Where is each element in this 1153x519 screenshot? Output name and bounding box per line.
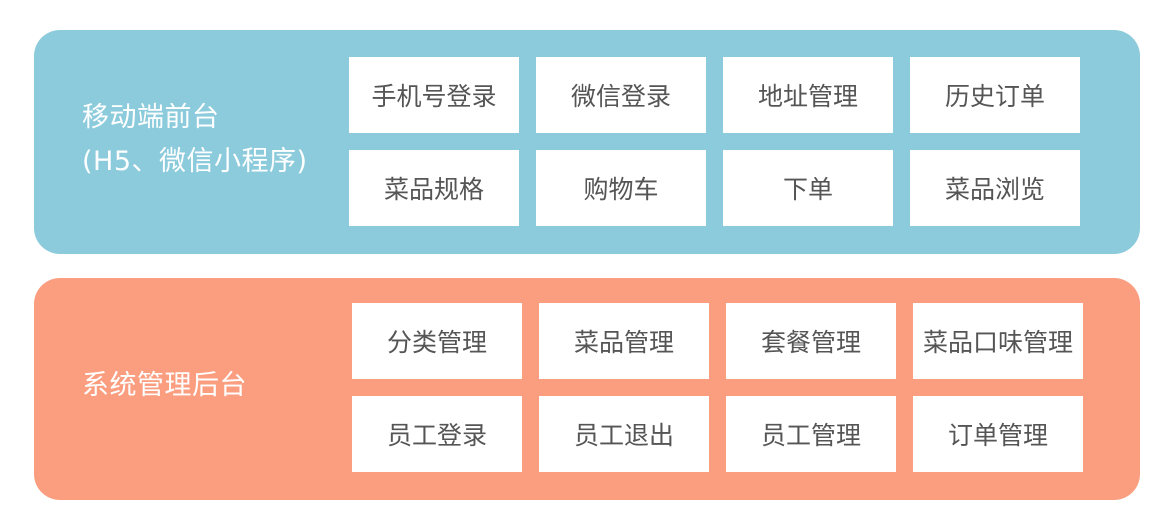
feature-browse-dishes: 菜品浏览 [910, 150, 1080, 226]
feature-employee-logout: 员工退出 [539, 396, 709, 472]
admin-backend-label-line1: 系统管理后台 [82, 370, 247, 401]
feature-order-history: 历史订单 [910, 57, 1080, 133]
mobile-frontend-label-line2: (H5、微信小程序) [82, 146, 308, 177]
feature-phone-login: 手机号登录 [349, 57, 519, 133]
feature-shopping-cart: 购物车 [536, 150, 706, 226]
feature-address-management: 地址管理 [723, 57, 893, 133]
mobile-frontend-feature-grid: 手机号登录 微信登录 地址管理 历史订单 菜品规格 购物车 下单 菜品浏览 [349, 57, 1080, 226]
feature-dish-management: 菜品管理 [539, 303, 709, 379]
feature-wechat-login: 微信登录 [536, 57, 706, 133]
feature-employee-login: 员工登录 [352, 396, 522, 472]
feature-dish-spec: 菜品规格 [349, 150, 519, 226]
admin-backend-panel: 系统管理后台 分类管理 菜品管理 套餐管理 菜品口味管理 员工登录 员工退出 员… [34, 278, 1140, 500]
feature-place-order: 下单 [723, 150, 893, 226]
mobile-frontend-label-line1: 移动端前台 [82, 102, 220, 133]
feature-set-meal-management: 套餐管理 [726, 303, 896, 379]
feature-flavor-management: 菜品口味管理 [913, 303, 1083, 379]
admin-backend-label: 系统管理后台 [82, 364, 247, 408]
admin-backend-feature-grid: 分类管理 菜品管理 套餐管理 菜品口味管理 员工登录 员工退出 员工管理 订单管… [352, 303, 1083, 472]
mobile-frontend-panel: 移动端前台 (H5、微信小程序) 手机号登录 微信登录 地址管理 历史订单 菜品… [34, 30, 1140, 254]
feature-order-management: 订单管理 [913, 396, 1083, 472]
mobile-frontend-label: 移动端前台 (H5、微信小程序) [82, 96, 308, 184]
feature-employee-management: 员工管理 [726, 396, 896, 472]
feature-category-management: 分类管理 [352, 303, 522, 379]
